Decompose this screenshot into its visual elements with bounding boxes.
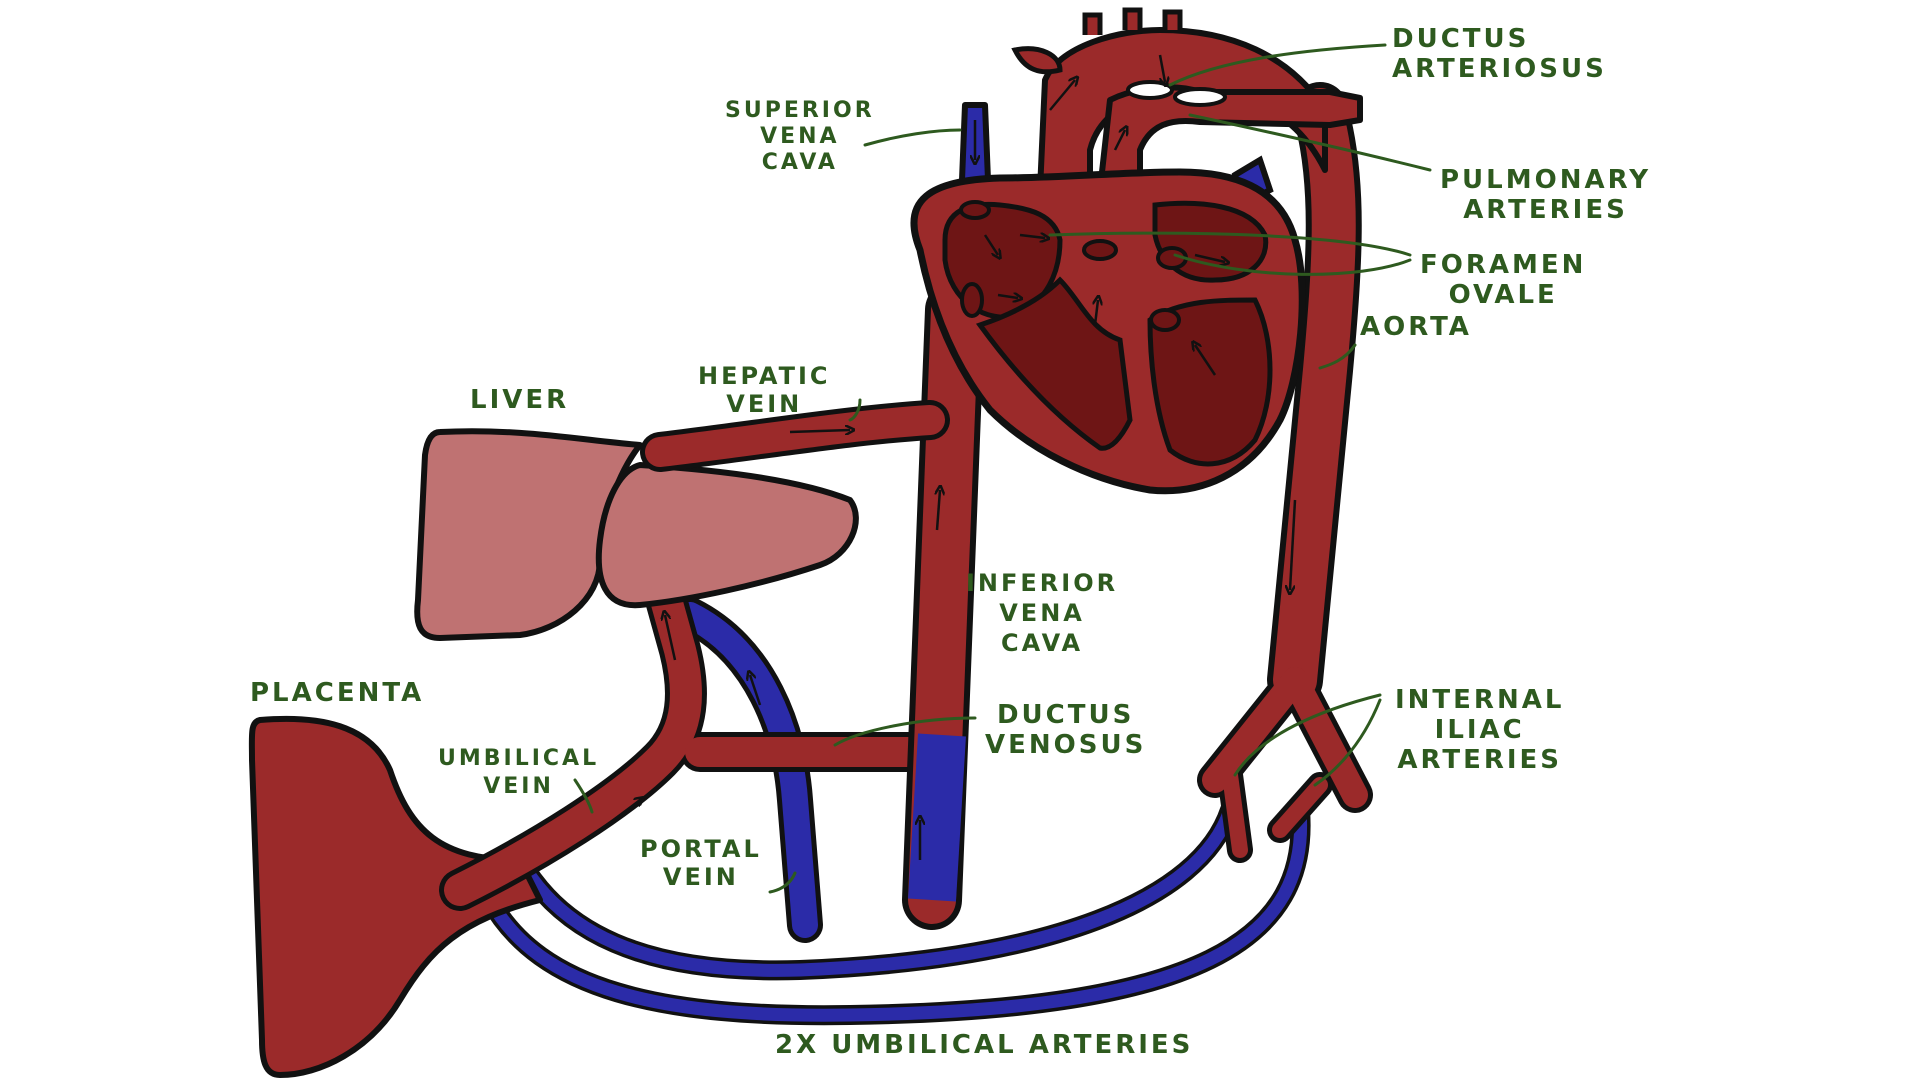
label-umbilical-vein: UmbilicalVein (438, 746, 600, 799)
label-foramen-ovale: ForamenOvale (1420, 250, 1587, 310)
label-liver: Liver (470, 385, 570, 415)
label-portal-vein: PortalVein (640, 835, 762, 891)
leader-lines (573, 43, 1432, 894)
label-umbilical-arteries: 2x Umbilical Arteries (775, 1030, 1194, 1060)
placenta (248, 715, 543, 1078)
inferior-vena-cava (902, 280, 985, 930)
liver (414, 428, 859, 641)
great-vessels (1011, 7, 1363, 193)
label-placenta: Placenta (250, 678, 425, 708)
label-inferior-vena-cava: InferiorVenaCava (966, 569, 1119, 657)
label-hepatic-vein: HepaticVein (698, 362, 831, 418)
flow-arrows (599, 430, 850, 831)
label-pulmonary-arteries: PulmonaryArteries (1440, 165, 1652, 225)
label-ductus-arteriosus: DuctusArteriosus (1392, 24, 1607, 84)
umbilical-vein (439, 539, 940, 911)
left-ventricle (1147, 297, 1273, 467)
hepatic-vein (640, 400, 950, 472)
portal-vein (672, 597, 823, 943)
label-aorta: Aorta (1360, 312, 1472, 342)
heart (910, 168, 1306, 495)
label-superior-vena-cava: SuperiorVenaCava (725, 98, 875, 175)
label-ductus-venosus: DuctusVenosus (985, 700, 1147, 760)
label-internal-iliac-arteries: InternalIliacArteries (1395, 685, 1565, 775)
right-ventricle (975, 276, 1133, 451)
